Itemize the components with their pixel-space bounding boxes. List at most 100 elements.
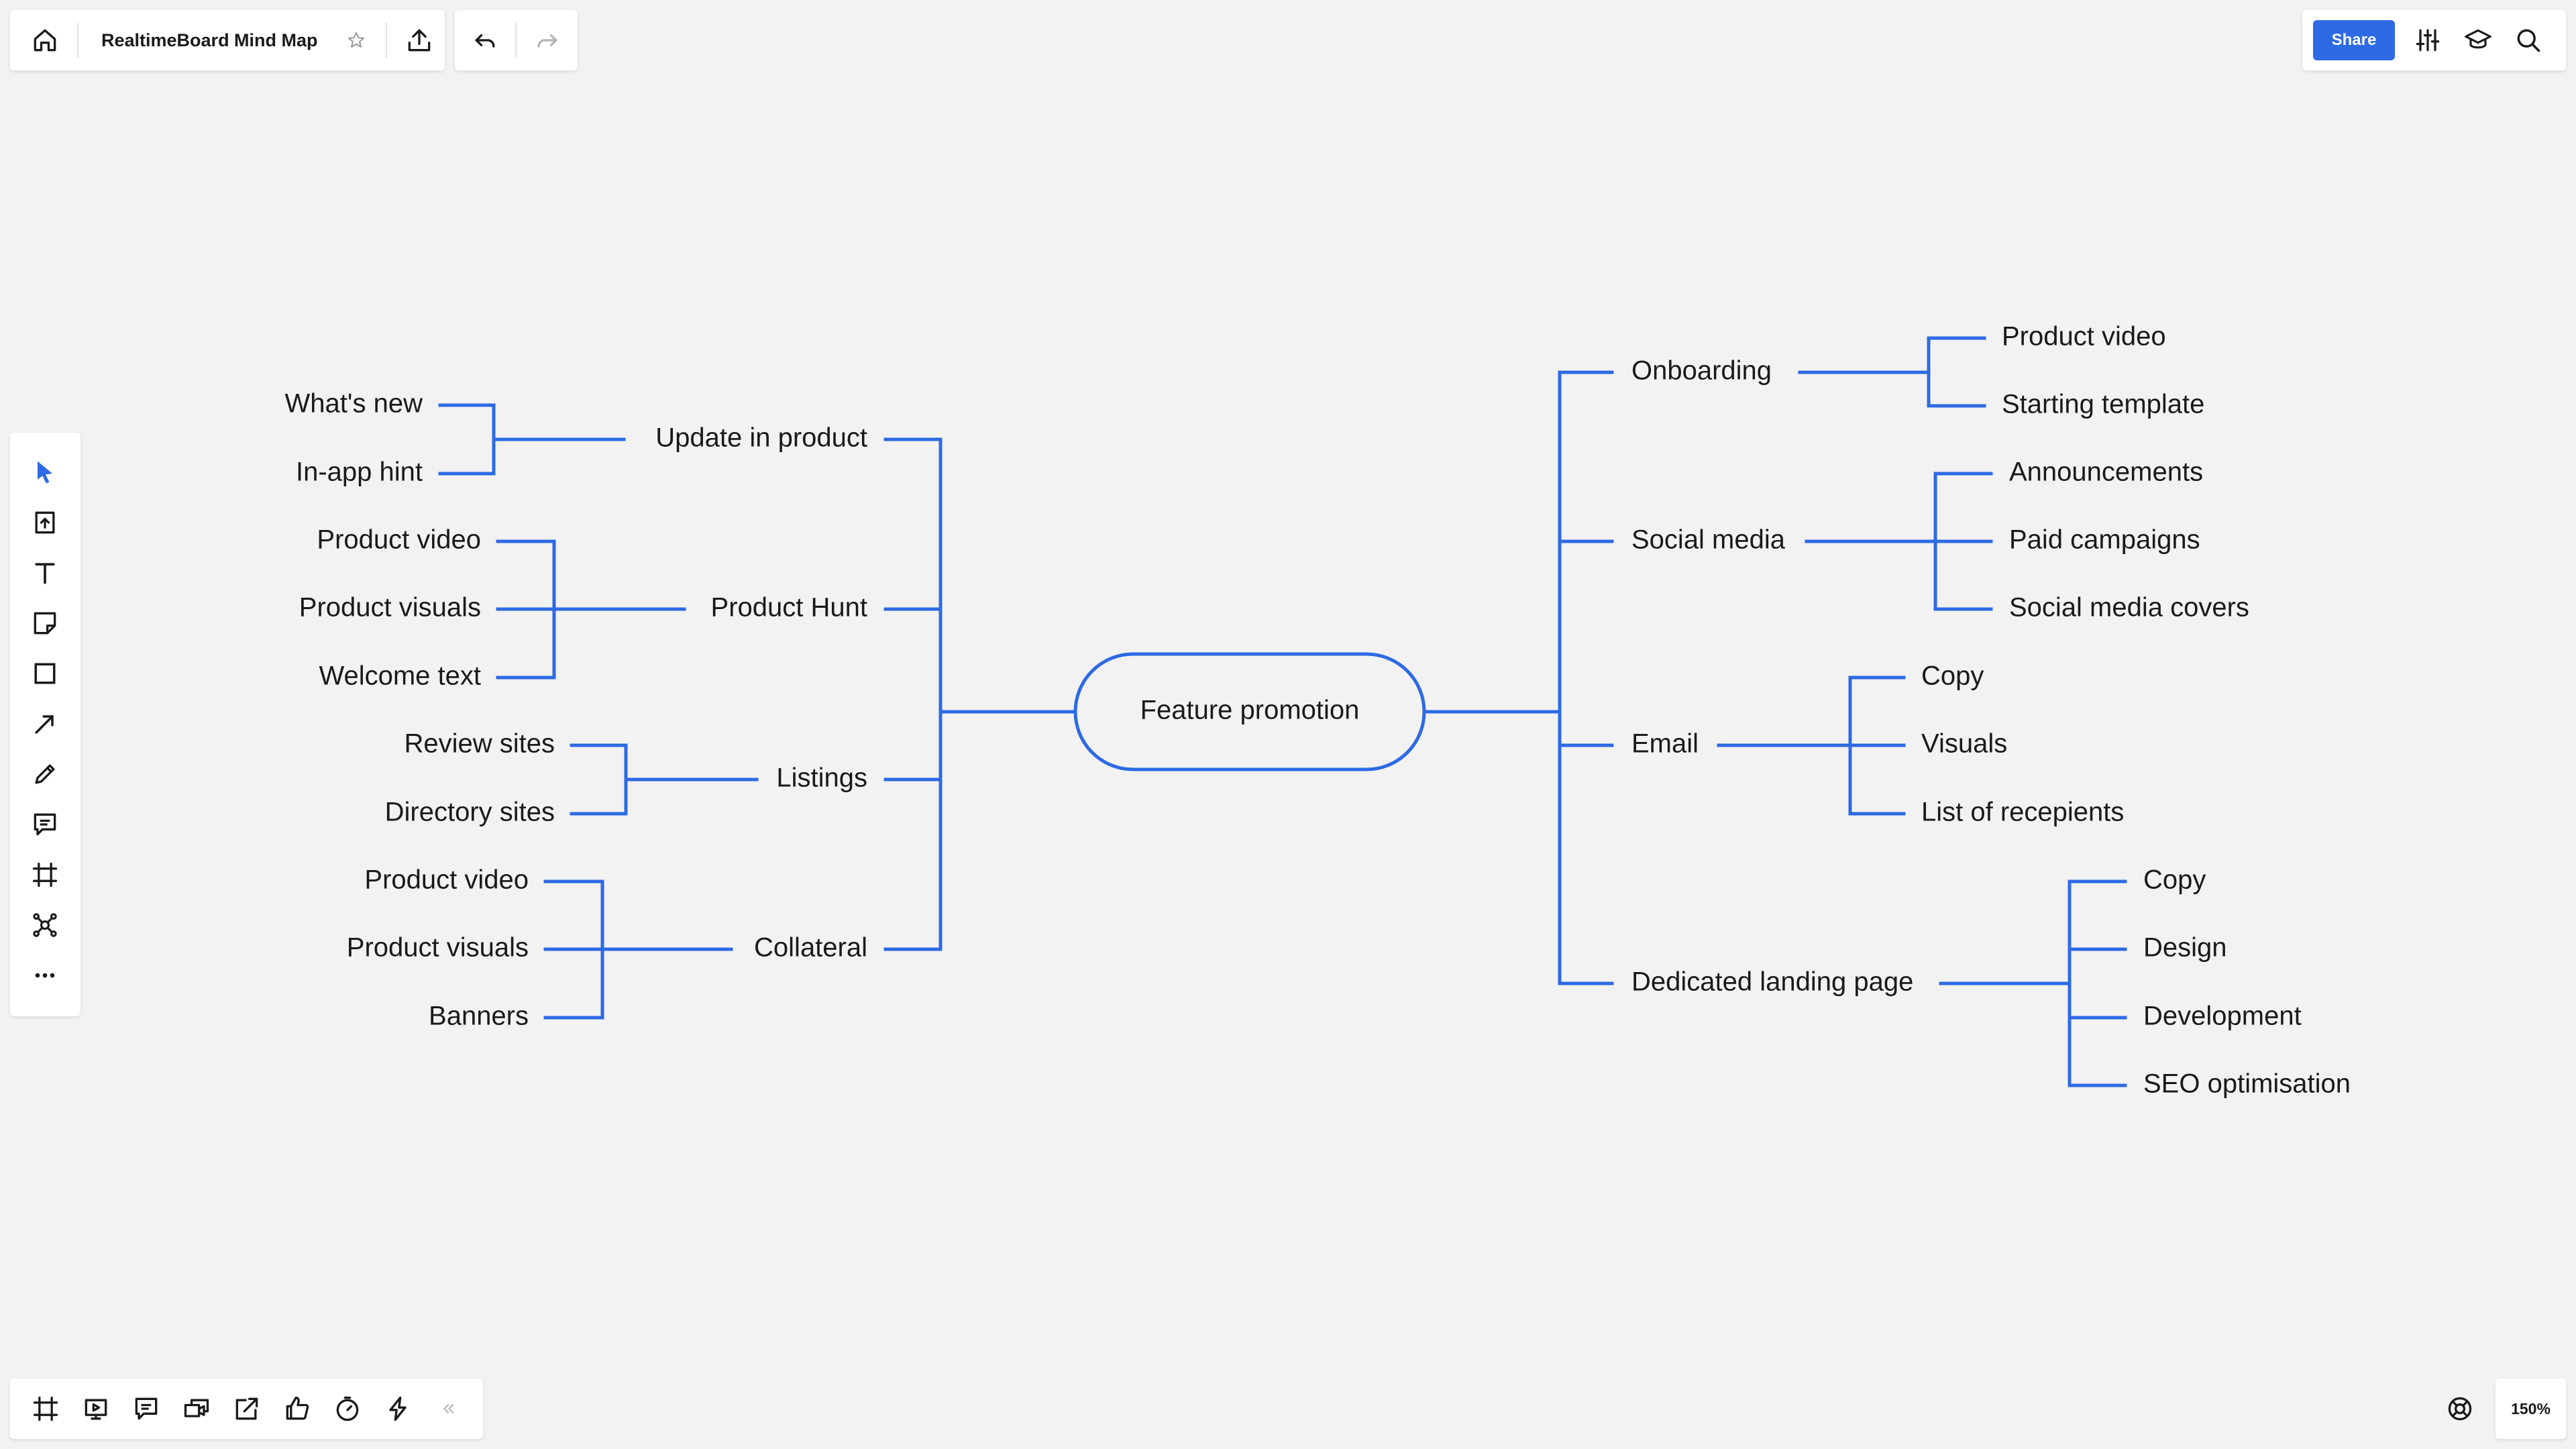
voting-icon [286,1396,309,1420]
pen-icon [35,764,55,784]
redo-button[interactable] [526,19,569,62]
settings-button[interactable] [2406,19,2449,62]
comment-tool[interactable] [23,803,66,846]
upload-icon [408,29,431,52]
integrations-icon [389,1396,407,1421]
shape-icon [34,663,56,684]
right-child-label[interactable]: Product video [2002,322,2166,352]
toolbar-divider [386,23,387,58]
integrations-button[interactable] [376,1387,419,1430]
search-icon [2517,29,2540,52]
left-child-label[interactable]: Banners [429,1002,529,1031]
shape-tool[interactable] [23,652,66,695]
right-child-label[interactable]: Social media covers [2009,593,2249,623]
left-child-label[interactable]: Review sites [404,729,555,759]
right-child-label[interactable]: Starting template [2002,390,2204,419]
left-child-label[interactable]: Product video [317,525,481,555]
right-child-label[interactable]: SEO optimisation [2143,1069,2351,1099]
collapse-toolbar-button[interactable] [427,1387,470,1430]
root-node-label[interactable]: Feature promotion [1140,696,1360,725]
comments-icon [135,1397,158,1420]
board-title-toolbar: RealtimeBoard Mind Map [10,10,445,70]
comments-button[interactable] [125,1387,168,1430]
toolbar-divider [77,23,78,58]
export-button[interactable] [398,19,441,62]
right-child-label[interactable]: Paid campaigns [2009,525,2200,555]
zoom-control[interactable]: 150% [2496,1379,2566,1439]
right-child-label[interactable]: Design [2143,933,2227,963]
right-child-label[interactable]: Copy [1921,661,1984,691]
more-icon [35,973,55,978]
left-branch-label[interactable]: Collateral [754,933,867,963]
toolbar-divider [515,23,517,58]
star-icon [347,32,365,48]
presentation-icon [85,1399,107,1420]
arrow-tool[interactable] [23,702,66,745]
presentation-button[interactable] [74,1387,117,1430]
frame-icon [32,862,58,888]
help-button[interactable] [2438,1387,2481,1430]
right-child-label[interactable]: List of recepients [1921,798,2124,827]
left-branch-label[interactable]: Update in product [655,423,867,453]
left-branch-label[interactable]: Product Hunt [711,593,867,623]
text-icon [35,563,55,584]
board-title[interactable]: RealtimeBoard Mind Map [101,30,318,50]
help-icon [2448,1397,2472,1421]
screen-share-button[interactable] [225,1387,268,1430]
undo-icon [475,34,495,48]
left-child-label[interactable]: Product visuals [299,593,481,623]
share-label: Share [2331,31,2377,49]
left-toolbar [10,433,80,1016]
voting-button[interactable] [276,1387,319,1430]
bottom-toolbar [10,1379,483,1439]
right-branch-label[interactable]: Email [1631,729,1699,759]
zoom-level: 150% [2511,1399,2551,1417]
more-tools-button[interactable] [23,954,66,997]
top-right-toolbar: Share [2302,10,2566,70]
left-branch-label[interactable]: Listings [776,763,867,793]
frames-icon [33,1396,58,1421]
arrow-icon [35,715,54,734]
left-child-label[interactable]: Welcome text [319,661,481,691]
share-button[interactable]: Share [2313,20,2395,60]
right-child-label[interactable]: Copy [2143,865,2206,895]
right-child-label[interactable]: Development [2143,1002,2302,1031]
left-child-label[interactable]: What's new [285,389,423,419]
select-icon [38,461,52,484]
sticky-note-icon [34,612,56,635]
timer-button[interactable] [326,1387,369,1430]
learning-cap-icon [2465,29,2491,49]
home-button[interactable] [23,19,66,62]
timer-icon [336,1396,359,1421]
right-branch-label[interactable]: Onboarding [1631,356,1772,386]
upload-file-icon [35,511,55,534]
mind-map-tool[interactable] [23,904,66,947]
frames-button[interactable] [24,1387,67,1430]
text-tool[interactable] [23,551,66,594]
education-button[interactable] [2457,19,2500,62]
sticky-note-tool[interactable] [23,602,66,645]
video-chat-button[interactable] [175,1387,218,1430]
left-child-label[interactable]: In-app hint [296,458,423,487]
left-child-label[interactable]: Directory sites [385,798,555,827]
settings-sliders-icon [2416,29,2440,52]
upload-tool[interactable] [23,501,66,544]
pen-tool[interactable] [23,753,66,796]
collapse-icon [443,1404,454,1413]
frame-tool[interactable] [23,853,66,896]
select-tool[interactable] [23,451,66,494]
search-button[interactable] [2507,19,2550,62]
undo-button[interactable] [464,19,506,62]
right-branch-label[interactable]: Social media [1631,525,1786,555]
redo-icon [537,34,557,48]
right-branch-label[interactable]: Dedicated landing page [1631,967,1913,997]
left-child-label[interactable]: Product video [364,865,529,895]
star-button[interactable] [335,19,378,62]
mind-map-icon [33,913,57,937]
comment-icon [34,813,56,836]
left-child-label[interactable]: Product visuals [347,933,529,963]
right-child-label[interactable]: Announcements [2009,458,2203,487]
home-icon [34,29,56,52]
right-child-label[interactable]: Visuals [1921,729,2007,759]
